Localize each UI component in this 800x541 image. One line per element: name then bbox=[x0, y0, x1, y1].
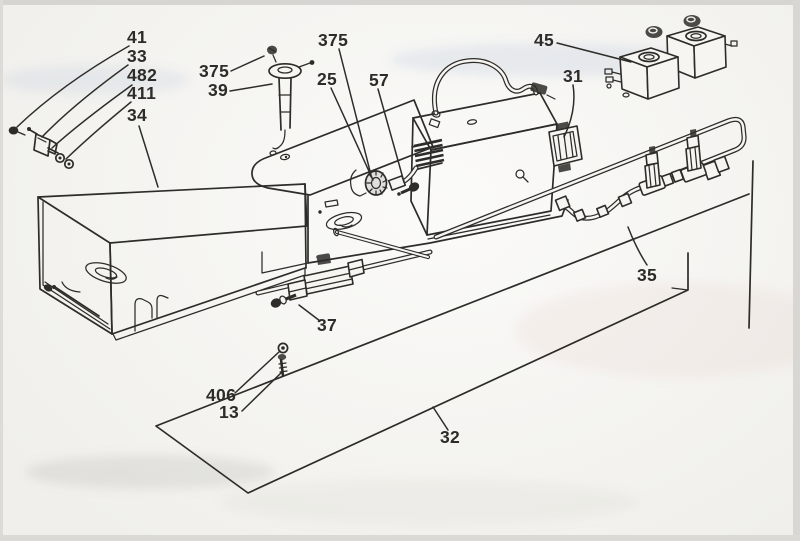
mounting-hardware-screws bbox=[8, 126, 75, 170]
leader-57 bbox=[377, 88, 405, 183]
callout-57: 57 bbox=[369, 70, 389, 90]
leader-33 bbox=[41, 64, 129, 138]
callout-labels: 41 33 482 411 34 375 39 375 25 57 45 31 … bbox=[127, 27, 657, 447]
callout-32: 32 bbox=[440, 427, 460, 447]
washer-and-screw bbox=[277, 342, 289, 377]
leader-39 bbox=[229, 83, 273, 92]
leader-41 bbox=[16, 45, 130, 128]
callout-33: 33 bbox=[127, 46, 147, 66]
callout-35: 35 bbox=[637, 265, 657, 285]
leader-32 bbox=[432, 406, 449, 431]
power-cable bbox=[428, 58, 556, 129]
leader-lines bbox=[16, 42, 648, 431]
callout-37: 37 bbox=[317, 315, 337, 335]
callout-13: 13 bbox=[219, 402, 239, 422]
callout-375-top: 375 bbox=[199, 61, 229, 81]
relief-valve-assembly bbox=[267, 45, 315, 150]
leader-411 bbox=[65, 101, 132, 160]
grommet bbox=[349, 169, 388, 197]
screw-57 bbox=[397, 182, 420, 196]
leader-13 bbox=[241, 371, 283, 412]
leader-375-mid bbox=[338, 48, 372, 176]
callout-39: 39 bbox=[208, 80, 228, 100]
callout-31: 31 bbox=[563, 66, 583, 86]
leader-31 bbox=[563, 84, 575, 138]
leader-482 bbox=[51, 84, 133, 149]
solenoid-coils bbox=[604, 15, 738, 100]
callout-25: 25 bbox=[317, 69, 337, 89]
callout-482: 482 bbox=[127, 65, 157, 85]
callout-34: 34 bbox=[127, 105, 147, 125]
callout-41: 41 bbox=[127, 27, 147, 47]
callout-45: 45 bbox=[534, 30, 554, 50]
switch-block bbox=[548, 121, 583, 173]
leader-375-top bbox=[230, 55, 265, 72]
heater-element bbox=[387, 138, 445, 191]
callout-406: 406 bbox=[206, 385, 236, 405]
leader-34 bbox=[138, 125, 159, 188]
leader-35 bbox=[627, 226, 648, 266]
leader-25 bbox=[330, 87, 374, 181]
top-plate bbox=[251, 99, 434, 196]
base-plate bbox=[261, 195, 569, 274]
callout-375-mid: 375 bbox=[318, 30, 348, 50]
leader-45 bbox=[556, 42, 632, 63]
pipe-assembly bbox=[433, 116, 747, 240]
cover-box bbox=[37, 183, 308, 341]
leader-406 bbox=[234, 350, 281, 394]
scan-artifacts bbox=[0, 43, 800, 526]
leader-37 bbox=[298, 304, 321, 322]
tee-fitting bbox=[270, 253, 365, 308]
panel-outline bbox=[155, 160, 754, 494]
callout-411: 411 bbox=[127, 83, 156, 103]
